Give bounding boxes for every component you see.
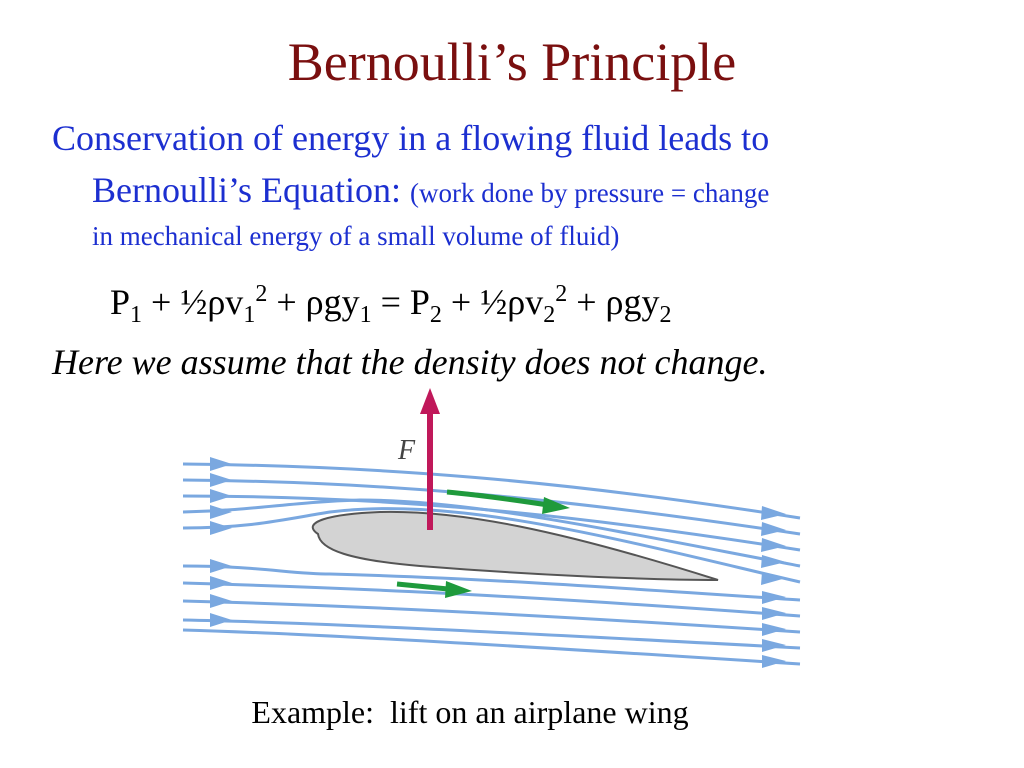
streamline-9 [182,618,801,650]
eq-y1-sub: 1 [359,302,372,329]
inflow-arrowhead [210,576,232,590]
inflow-arrowhead [210,505,232,519]
work-note: (work done by pressure = change [409,178,770,208]
outflow-arrowhead [761,506,786,520]
eq-p1-sub: 1 [130,302,143,329]
bernoulli-equation: P1 + ½ρv12 + ρgy1 = P2 + ½ρv22 + ρgy2 [110,272,671,337]
intro-paragraph: Conservation of energy in a flowing flui… [52,112,982,251]
outflow-arrowhead [761,555,786,568]
streamline-10 [182,628,801,666]
streamline-8 [182,599,801,634]
outflow-arrowhead [762,655,786,668]
inflow-arrowhead [210,457,232,471]
lower-velocity-arrowhead [445,581,472,598]
intro-line-3: in mechanical energy of a small volume o… [92,221,620,251]
inflow-arrowhead [210,613,232,627]
inflow-arrowhead [210,594,232,608]
eq-term1: + ½ρv [142,282,244,322]
inflow-arrowhead [210,473,232,487]
outflow-arrowhead [762,623,786,636]
outflow-arrowhead [761,538,786,552]
outflow-arrowhead [762,639,786,652]
streamline-6 [182,564,801,602]
eq-term2: + ρgy [267,282,360,322]
intro-line-2: Bernoulli’s Equation: (work done by pres… [92,164,769,219]
caption: Example: lift on an airplane wing [251,694,689,730]
inflow-arrowhead [210,559,232,573]
inflow-arrowhead [210,489,232,503]
bernoulli-equation-label: Bernoulli’s Equation: [92,170,410,210]
outflow-arrowhead [761,522,786,536]
eq-term4: + ρgy [567,282,660,322]
eq-p2-sub: 2 [429,302,442,329]
streamline-7 [182,581,801,618]
outflow-arrowhead [761,572,786,585]
eq-y2-sub: 2 [659,302,672,329]
streamline-5 [182,507,801,584]
upper-velocity-arrow [446,489,570,514]
intro-line-1: Conservation of energy in a flowing flui… [52,118,770,158]
streamline-4 [182,498,801,568]
inflow-arrowhead [210,521,232,535]
outflow-arrowhead [762,607,786,620]
eq-v1-sup: 2 [255,281,268,307]
eq-v1-sub: 1 [243,302,256,329]
lift-arrowhead [420,388,440,414]
density-assumption: Here we assume that the density does not… [52,342,768,382]
force-label: F [397,435,416,466]
slide-title: Bernoulli’s Principle [287,32,737,92]
streamline-arrowheads [210,457,786,668]
outflow-arrowhead [762,591,786,604]
airfoil [311,510,719,581]
eq-v2-sup: 2 [555,281,568,307]
eq-p1: P [110,282,131,322]
eq-v2-sub: 2 [543,302,556,329]
eq-equals-p2: = P [371,282,430,322]
lift-force-arrow [420,388,440,530]
upper-velocity-arrowhead [542,497,570,514]
lower-velocity-arrow [396,581,472,598]
eq-term3: + ½ρv [441,282,544,322]
streamline-1 [182,462,801,520]
